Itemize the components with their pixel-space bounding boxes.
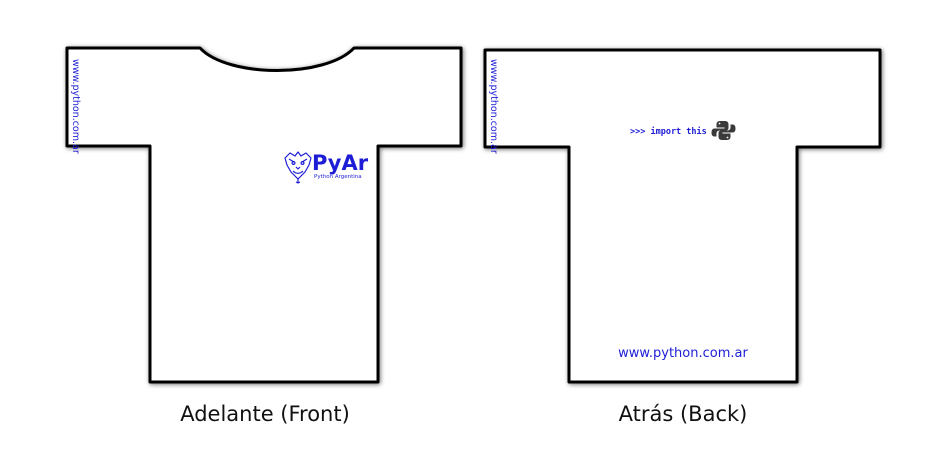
pyar-lion-crest-icon <box>284 151 312 184</box>
back-shirt-outline <box>483 48 882 384</box>
python-logo-icon <box>711 121 736 140</box>
back-shirt: www.python.com.ar >>> import this www.py… <box>483 48 882 426</box>
import-this-text: >>> import this <box>630 126 707 137</box>
front-shirt: www.python.com.ar PyAr Python Argentina … <box>65 46 463 426</box>
front-shirt-outline <box>65 46 463 384</box>
pyar-subtitle: Python Argentina <box>314 174 362 180</box>
back-caption: Atrás (Back) <box>619 402 748 426</box>
back-sleeve-url: www.python.com.ar <box>488 59 499 154</box>
front-caption: Adelante (Front) <box>180 402 350 426</box>
pyar-wordmark: PyAr <box>312 151 369 175</box>
back-bottom-url: www.python.com.ar <box>618 346 748 361</box>
pyar-logo: PyAr Python Argentina <box>284 151 369 184</box>
front-sleeve-url: www.python.com.ar <box>70 59 81 154</box>
